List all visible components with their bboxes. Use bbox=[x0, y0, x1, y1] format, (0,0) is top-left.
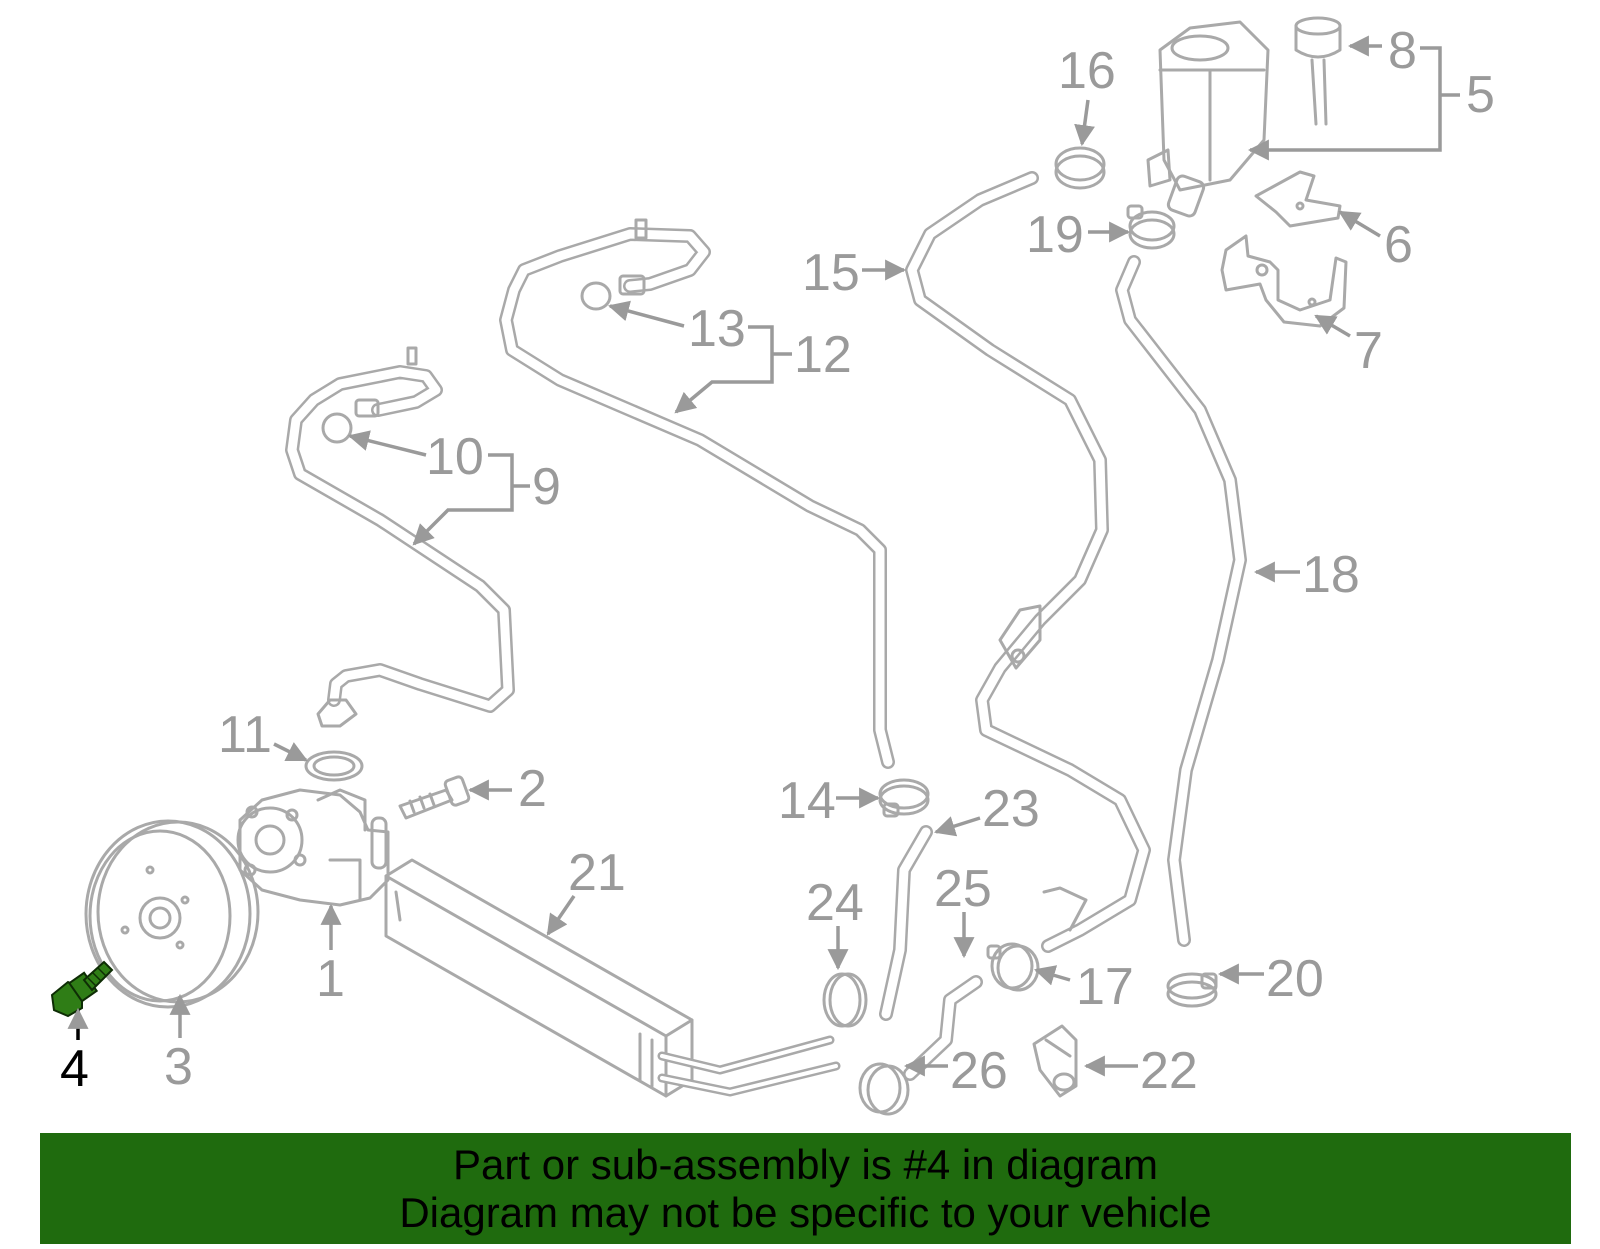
callout-23[interactable]: 23 bbox=[982, 780, 1040, 838]
callout-6[interactable]: 6 bbox=[1384, 216, 1413, 274]
part-13-o-ring[interactable] bbox=[580, 281, 612, 311]
part-8-reservoir-cap[interactable] bbox=[1294, 16, 1342, 126]
callout-22[interactable]: 22 bbox=[1140, 1042, 1198, 1100]
part-5-reservoir[interactable] bbox=[1146, 20, 1270, 218]
callout-20[interactable]: 20 bbox=[1266, 950, 1324, 1008]
callout-15[interactable]: 15 bbox=[802, 244, 860, 302]
part-18-suction-hose[interactable] bbox=[1115, 255, 1247, 947]
part-17-clamp[interactable] bbox=[986, 942, 1040, 992]
part-21-cooler[interactable] bbox=[384, 858, 841, 1098]
callout-14[interactable]: 14 bbox=[778, 772, 836, 830]
part-9-pressure-line[interactable] bbox=[285, 346, 515, 728]
part-25-hose[interactable] bbox=[903, 975, 983, 1081]
part-14-clamp[interactable] bbox=[878, 778, 930, 818]
part-16-clamp[interactable] bbox=[1054, 146, 1106, 190]
callout-13[interactable]: 13 bbox=[688, 300, 746, 358]
callout-10[interactable]: 10 bbox=[426, 428, 484, 486]
callout-12[interactable]: 12 bbox=[794, 326, 852, 384]
callout-2[interactable]: 2 bbox=[518, 760, 547, 818]
part-23-hose[interactable] bbox=[879, 825, 933, 1021]
callout-5[interactable]: 5 bbox=[1466, 66, 1495, 124]
part-24-clamp[interactable] bbox=[822, 972, 868, 1028]
callout-7[interactable]: 7 bbox=[1354, 322, 1383, 380]
part-6-bracket[interactable] bbox=[1254, 170, 1342, 228]
callout-16[interactable]: 16 bbox=[1058, 42, 1116, 100]
part-4-bolt-highlighted[interactable] bbox=[50, 960, 114, 1018]
part-26-clamp[interactable] bbox=[858, 1062, 910, 1116]
callout-19[interactable]: 19 bbox=[1026, 206, 1084, 264]
part-20-clamp[interactable] bbox=[1166, 972, 1218, 1008]
callout-11[interactable]: 11 bbox=[218, 706, 272, 764]
callout-26[interactable]: 26 bbox=[950, 1042, 1008, 1100]
part-15-return-hose[interactable] bbox=[905, 171, 1151, 953]
part-1-steering-pump[interactable] bbox=[236, 788, 390, 907]
part-2-bolt[interactable] bbox=[398, 775, 471, 820]
part-info-banner: Part or sub-assembly is #4 in diagram Di… bbox=[40, 1133, 1571, 1244]
callout-8[interactable]: 8 bbox=[1388, 22, 1417, 80]
part-22-mount[interactable] bbox=[1032, 1024, 1078, 1098]
part-7-bracket[interactable] bbox=[1220, 234, 1348, 328]
part-12-pressure-line[interactable] bbox=[499, 218, 895, 769]
callout-25[interactable]: 25 bbox=[934, 860, 992, 918]
part-10-o-ring[interactable] bbox=[321, 412, 353, 444]
callout-3[interactable]: 3 bbox=[164, 1038, 193, 1096]
part-3-pulley[interactable] bbox=[84, 819, 260, 1009]
callout-18[interactable]: 18 bbox=[1302, 546, 1360, 604]
leader-lines bbox=[67, 35, 1460, 1077]
callout-labels: 1 2 3 4 5 6 7 8 9 10 11 12 13 14 15 16 1… bbox=[60, 22, 1495, 1100]
callout-9[interactable]: 9 bbox=[532, 458, 561, 516]
banner-line-disclaimer: Diagram may not be specific to your vehi… bbox=[399, 1188, 1212, 1236]
callout-24[interactable]: 24 bbox=[806, 874, 864, 932]
callout-4-highlighted[interactable]: 4 bbox=[60, 1040, 89, 1098]
part-11-o-ring[interactable] bbox=[304, 750, 364, 782]
part-19-clamp[interactable] bbox=[1126, 204, 1176, 250]
callout-21[interactable]: 21 bbox=[568, 844, 626, 902]
callout-1[interactable]: 1 bbox=[316, 950, 345, 1008]
banner-line-part-number: Part or sub-assembly is #4 in diagram bbox=[453, 1140, 1158, 1188]
callout-17[interactable]: 17 bbox=[1076, 958, 1134, 1016]
part-11-o-ring-inner bbox=[312, 755, 356, 777]
